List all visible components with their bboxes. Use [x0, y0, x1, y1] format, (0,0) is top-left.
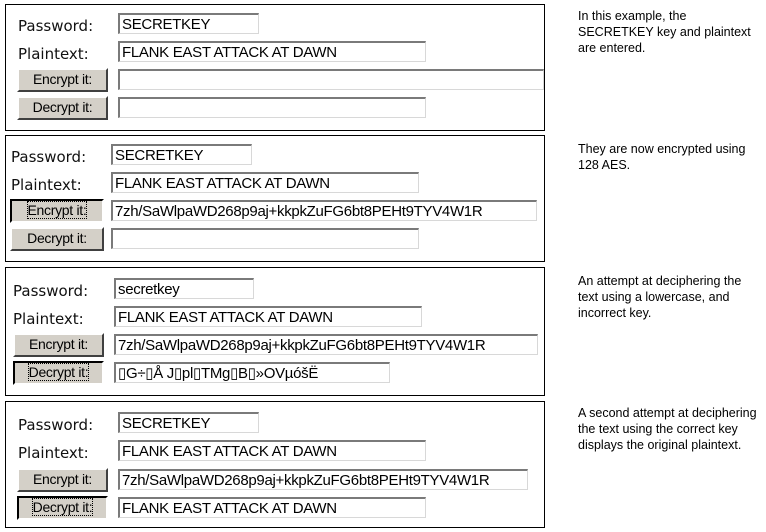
password-input[interactable]: SECRETKEY: [118, 13, 259, 34]
decrypt-button[interactable]: Decrypt it:: [17, 96, 108, 120]
encryption-panel-4: Password: SECRETKEY Plaintext: FLANK EAS…: [5, 401, 545, 528]
password-input[interactable]: secretkey: [114, 278, 254, 299]
encrypt-button-label: Encrypt it:: [33, 71, 92, 87]
encrypt-button[interactable]: Encrypt it:: [17, 468, 108, 492]
plaintext-label: Plaintext:: [13, 310, 84, 328]
plaintext-label: Plaintext:: [18, 45, 89, 63]
caption-1: In this example, the SECRETKEY key and p…: [578, 9, 751, 55]
plaintext-input[interactable]: FLANK EAST ATTACK AT DAWN: [111, 172, 419, 193]
decrypt-button[interactable]: Decrypt it:: [17, 496, 108, 520]
encrypt-button[interactable]: Encrypt it:: [13, 333, 104, 357]
plaintext-input[interactable]: FLANK EAST ATTACK AT DAWN: [118, 41, 426, 62]
decrypt-button-label: Decrypt it:: [32, 99, 93, 115]
encryption-panel-2: Password: SECRETKEY Plaintext: FLANK EAS…: [5, 135, 545, 262]
encryption-panel-1: Password: SECRETKEY Plaintext: FLANK EAS…: [5, 4, 545, 131]
password-input[interactable]: SECRETKEY: [118, 412, 259, 433]
encrypted-output[interactable]: [118, 69, 544, 90]
decrypted-output[interactable]: [118, 97, 426, 118]
encrypted-output[interactable]: 7zh/SaWlpaWD268p9aj+kkpkZuFG6bt8PEHt9TYV…: [111, 200, 537, 221]
decrypt-button-label: Decrypt it:: [27, 363, 90, 381]
password-label: Password:: [18, 17, 94, 35]
password-label: Password:: [11, 148, 87, 166]
plaintext-input[interactable]: FLANK EAST ATTACK AT DAWN: [114, 306, 422, 327]
decrypted-output[interactable]: FLANK EAST ATTACK AT DAWN: [118, 497, 426, 518]
encrypt-button-label: Encrypt it:: [33, 471, 92, 487]
plaintext-label: Plaintext:: [11, 176, 82, 194]
encryption-panel-3: Password: secretkey Plaintext: FLANK EAS…: [5, 267, 545, 396]
decrypt-button-label: Decrypt it:: [27, 230, 87, 246]
encrypt-button[interactable]: Encrypt it:: [17, 68, 108, 92]
encrypted-output[interactable]: 7zh/SaWlpaWD268p9aj+kkpkZuFG6bt8PEHt9TYV…: [118, 469, 528, 490]
caption-2: They are now encrypted using 128 AES.: [578, 142, 746, 172]
decrypt-button[interactable]: Decrypt it:: [10, 227, 104, 251]
password-label: Password:: [18, 416, 94, 434]
decrypt-button-label: Decrypt it:: [31, 498, 94, 516]
encrypt-button[interactable]: Encrypt it:: [10, 199, 104, 223]
password-input[interactable]: SECRETKEY: [111, 144, 252, 165]
plaintext-label: Plaintext:: [18, 444, 89, 462]
plaintext-input[interactable]: FLANK EAST ATTACK AT DAWN: [118, 440, 426, 461]
decrypted-output[interactable]: [111, 228, 419, 249]
encrypted-output[interactable]: 7zh/SaWlpaWD268p9aj+kkpkZuFG6bt8PEHt9TYV…: [114, 334, 538, 355]
encrypt-button-label: Encrypt it:: [29, 336, 88, 352]
encrypt-button-label: Encrypt it:: [26, 201, 88, 219]
decrypted-output[interactable]: ▯G÷▯Å J▯pl▯TMg▯B▯»OVµóšË: [114, 362, 390, 383]
password-label: Password:: [13, 282, 89, 300]
caption-3: An attempt at deciphering the text using…: [578, 274, 742, 320]
caption-4: A second attempt at deciphering the text…: [578, 406, 757, 452]
decrypt-button[interactable]: Decrypt it:: [13, 361, 104, 385]
